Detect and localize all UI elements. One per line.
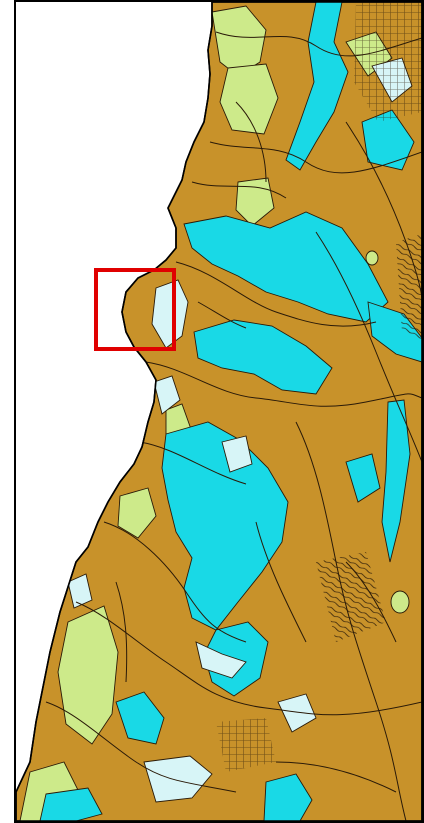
cyan-southeast [263,773,313,821]
textured-zones [216,2,422,772]
green-patch-upper [219,63,279,135]
unit-pale-cyan-group [67,57,413,803]
hatched-east [396,234,422,342]
green-patch-coast-b [117,487,157,539]
hatched-northeast [354,2,422,122]
map-frame [14,0,424,823]
inland-features [365,250,410,614]
hatched-south [216,718,276,772]
pale-coastal-wedge [151,279,189,349]
green-patch-south [57,605,119,745]
green-patch-north [211,5,267,77]
highlight-box[interactable] [94,268,176,351]
pale-west-coast [67,573,93,609]
cyan-north-channel [285,2,349,171]
green-knoll [390,590,410,614]
pale-basin-inset [221,435,253,473]
pale-south-valley [195,641,247,679]
pale-interior-south [277,693,317,733]
cyan-east-mid [345,453,381,503]
hatched-southeast [316,552,386,642]
green-patch-mid [235,177,275,227]
cyan-east-strand [381,399,411,563]
pale-mid-coast [153,375,181,415]
geology-map[interactable] [16,2,422,821]
cyan-trunk [193,319,333,395]
cyan-southwest [115,691,165,745]
unit-cyan-group [39,2,422,821]
cyan-central-band [183,211,389,323]
green-knoll-small [365,250,379,266]
cyan-south-coast [39,787,103,821]
cyan-main-basin [161,421,289,631]
